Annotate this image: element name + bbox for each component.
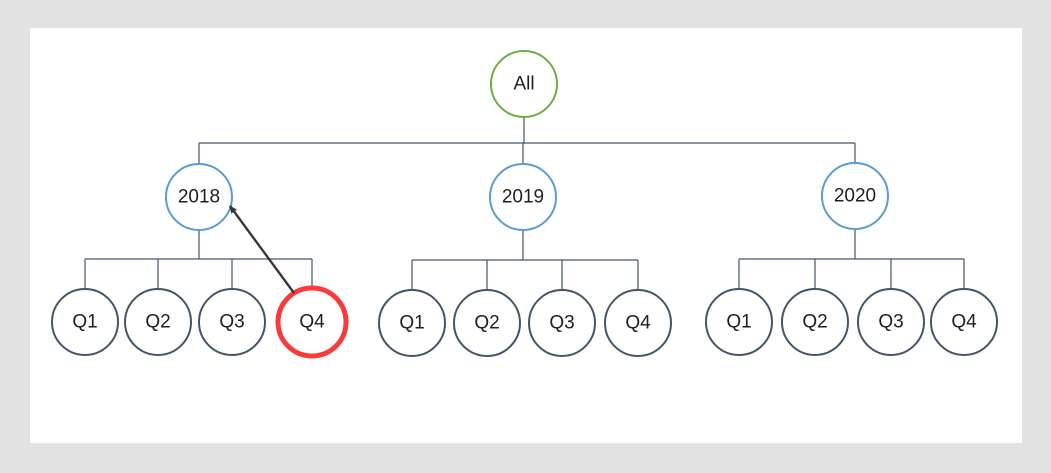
node-circle <box>604 289 672 357</box>
node-all[interactable]: All <box>490 50 558 118</box>
node-q3-2019[interactable]: Q3 <box>528 289 596 357</box>
node-q2-2018[interactable]: Q2 <box>124 288 192 356</box>
node-q3-2020[interactable]: Q3 <box>857 288 925 356</box>
annotation-arrow <box>229 205 295 294</box>
node-q1-2018[interactable]: Q1 <box>51 288 119 356</box>
node-circle <box>490 50 558 118</box>
node-q4-2018[interactable]: Q4 <box>275 285 349 359</box>
node-circle <box>165 163 233 231</box>
node-circle <box>821 162 889 230</box>
node-circle <box>378 289 446 357</box>
node-q4-2020[interactable]: Q4 <box>930 288 998 356</box>
highlight-circle <box>275 285 349 359</box>
node-circle <box>198 288 266 356</box>
node-circle <box>705 288 773 356</box>
node-circle <box>528 289 596 357</box>
node-circle <box>857 288 925 356</box>
node-y2019[interactable]: 2019 <box>489 163 557 231</box>
node-y2018[interactable]: 2018 <box>165 163 233 231</box>
node-y2020[interactable]: 2020 <box>821 162 889 230</box>
node-circle <box>930 288 998 356</box>
node-q1-2020[interactable]: Q1 <box>705 288 773 356</box>
node-q4-2019[interactable]: Q4 <box>604 289 672 357</box>
node-circle <box>51 288 119 356</box>
node-circle <box>453 289 521 357</box>
node-circle <box>124 288 192 356</box>
node-q2-2020[interactable]: Q2 <box>781 288 849 356</box>
node-circle <box>489 163 557 231</box>
connector-lines <box>84 117 965 290</box>
node-q2-2019[interactable]: Q2 <box>453 289 521 357</box>
node-circle <box>781 288 849 356</box>
node-q1-2019[interactable]: Q1 <box>378 289 446 357</box>
node-q3-2018[interactable]: Q3 <box>198 288 266 356</box>
